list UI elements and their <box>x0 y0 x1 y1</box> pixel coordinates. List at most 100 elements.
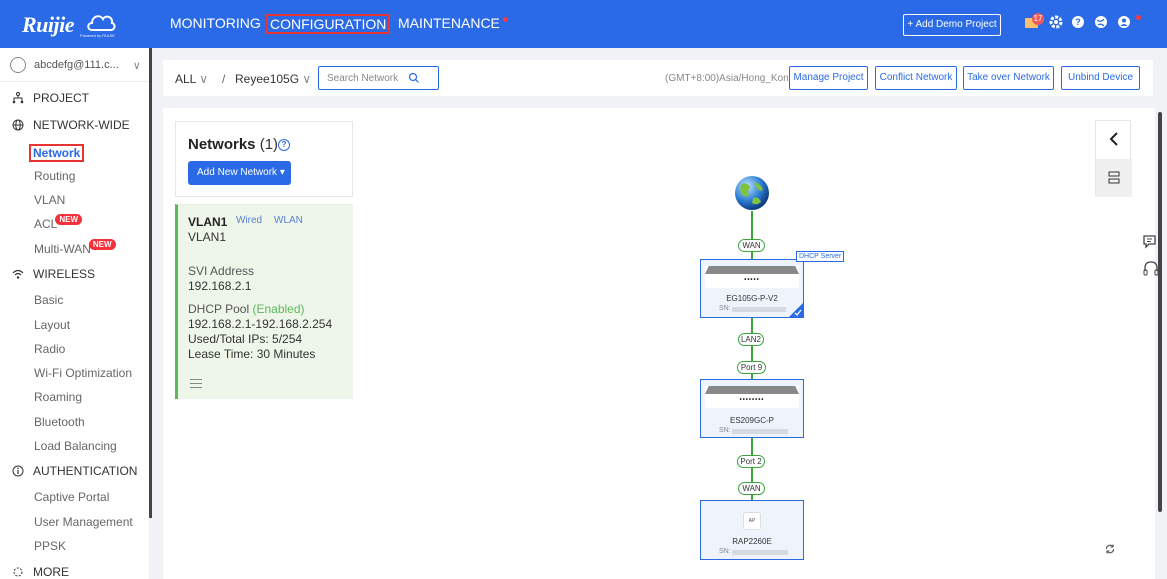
device-gateway[interactable]: ••••• EG105G-P-V2 SN: <box>700 259 804 318</box>
sidebar-item-ppsk[interactable]: PPSK <box>34 539 67 553</box>
sidebar-item-label: Multi-WAN <box>34 242 91 256</box>
device-model: RAP2260E <box>732 537 772 546</box>
feedback-icon[interactable] <box>1141 232 1161 252</box>
list-view-icon <box>1108 171 1120 184</box>
alert-dot <box>502 17 508 22</box>
chevron-left-icon[interactable] <box>1107 131 1121 147</box>
sidebar-item-basic[interactable]: Basic <box>34 293 64 307</box>
sidebar-section-network-wide[interactable]: NETWORK-WIDE <box>12 118 130 132</box>
project-label: Reyee105G <box>235 72 300 86</box>
internet-globe-icon <box>735 176 769 210</box>
gear-icon[interactable] <box>1048 14 1064 30</box>
networks-title: Networks (1) <box>188 136 278 153</box>
sidebar-item-network[interactable]: Network <box>29 144 85 162</box>
device-image: •••••••• <box>705 386 799 408</box>
vlan-name: VLAN1 <box>188 215 228 229</box>
link-line <box>751 438 753 500</box>
port-wan: WAN <box>738 239 765 252</box>
user-account[interactable]: abcdefg@111.c... ∨ <box>10 55 141 75</box>
tag-wired: Wired <box>236 215 263 226</box>
device-access-point[interactable]: AP RAP2260E SN: <box>700 500 804 560</box>
sidebar-item-captive-portal[interactable]: Captive Portal <box>34 490 110 504</box>
vlan-description: VLAN1 <box>188 230 227 244</box>
serial-label: SN: <box>719 427 731 434</box>
dhcp-server-badge: DHCP Server <box>796 251 845 262</box>
globe-icon[interactable] <box>1093 14 1109 30</box>
add-new-network-button[interactable]: Add New Network ▾ <box>188 161 291 185</box>
sidebar-item-wifi-optimization[interactable]: Wi-Fi Optimization <box>34 366 133 380</box>
search-icon[interactable] <box>408 72 420 84</box>
nav-maintenance-label: MAINTENANCE <box>398 15 500 31</box>
help-icon[interactable]: ? <box>278 139 290 151</box>
dhcp-pool-label: DHCP Pool (Enabled) <box>188 302 305 316</box>
sidebar-item-routing[interactable]: Routing <box>34 169 76 183</box>
cloud-icon <box>87 15 116 31</box>
svi-label: SVI Address <box>188 264 255 278</box>
help-icon[interactable]: ? <box>1070 14 1086 30</box>
refresh-icon[interactable] <box>1104 543 1116 555</box>
chevron-down-icon: ∨ <box>132 59 141 72</box>
nav-monitoring[interactable]: MONITORING <box>170 15 261 31</box>
search-input[interactable] <box>319 67 409 89</box>
sidebar-scrollbar[interactable] <box>149 48 152 518</box>
user-icon[interactable] <box>1116 14 1132 30</box>
scope-select[interactable]: ALL ∨ <box>175 72 208 86</box>
sidebar-section-project[interactable]: PROJECT <box>12 91 89 105</box>
sidebar-item-load-balancing[interactable]: Load Balancing <box>34 439 117 453</box>
sidebar-item-user-management[interactable]: User Management <box>34 515 133 529</box>
port-wan: WAN <box>738 482 765 495</box>
take-over-network-button[interactable]: Take over Network <box>963 66 1054 90</box>
project-icon <box>12 92 24 104</box>
nav-maintenance[interactable]: MAINTENANCE <box>398 15 508 31</box>
list-view-toggle[interactable] <box>1096 159 1132 197</box>
project-select[interactable]: Reyee105G ∨ <box>235 72 311 86</box>
breadcrumb-separator: / <box>222 72 226 86</box>
sidebar-section-wireless[interactable]: WIRELESS <box>12 267 95 281</box>
serial-label: SN: <box>719 548 731 555</box>
menu-icon[interactable] <box>190 379 202 388</box>
sidebar-item-vlan[interactable]: VLAN <box>34 193 66 207</box>
timezone-label: (GMT+8:00)Asia/Hong_Kong <box>665 73 795 84</box>
sidebar-item-radio[interactable]: Radio <box>34 342 66 356</box>
port-9: Port 9 <box>737 361 766 374</box>
link-line <box>751 318 753 379</box>
vlan-card[interactable]: VLAN1 Wired WLAN VLAN1 SVI Address 192.1… <box>175 204 353 399</box>
top-bar: Ruijie Powered by RUIJIE MONITORING CONF… <box>0 0 1167 48</box>
serial-value-masked <box>732 307 786 312</box>
sidebar-section-authentication[interactable]: AUTHENTICATION <box>12 464 137 478</box>
sidebar-section-more[interactable]: MORE <box>12 565 69 579</box>
new-badge: NEW <box>88 239 116 250</box>
ruijie-logo[interactable]: Ruijie Powered by RUIJIE <box>22 10 132 40</box>
manage-project-button[interactable]: Manage Project <box>789 66 868 90</box>
networks-title-label: Networks <box>188 136 256 153</box>
divider <box>0 81 149 82</box>
sidebar-item-bluetooth[interactable]: Bluetooth <box>34 415 85 429</box>
conflict-network-button[interactable]: Conflict Network <box>875 66 957 90</box>
more-icon <box>13 567 23 577</box>
link-line <box>751 211 753 259</box>
ap-device-image: AP <box>743 512 761 530</box>
networks-panel: Networks (1) ? Add New Network ▾ <box>175 121 353 197</box>
device-switch[interactable]: •••••••• ES209GC-P SN: <box>700 379 804 438</box>
sidebar-item-layout[interactable]: Layout <box>34 318 71 332</box>
serial-label: SN: <box>719 305 731 312</box>
dhcp-range: 192.168.2.1-192.168.2.254 <box>188 317 333 331</box>
used-total-ips: Used/Total IPs: 5/254 <box>188 332 303 346</box>
add-demo-project-button[interactable]: + Add Demo Project <box>903 14 1001 36</box>
port-2: Port 2 <box>737 455 765 468</box>
device-model: EG105G-P-V2 <box>726 294 778 303</box>
search-box <box>318 66 439 90</box>
user-alert-dot <box>1136 15 1141 20</box>
scope-label: ALL <box>175 72 196 86</box>
section-label: PROJECT <box>33 91 90 105</box>
sidebar-item-roaming[interactable]: Roaming <box>34 390 83 404</box>
networks-count: (1) <box>259 136 279 153</box>
main-scrollbar[interactable] <box>1158 112 1162 512</box>
sidebar: abcdefg@111.c... ∨ PROJECT NETWORK-WIDE … <box>0 48 149 579</box>
nav-configuration[interactable]: CONFIGURATION <box>266 14 391 34</box>
unbind-device-button[interactable]: Unbind Device <box>1061 66 1140 90</box>
serial-value-masked <box>732 429 788 434</box>
dhcp-label: DHCP Pool <box>188 302 250 316</box>
